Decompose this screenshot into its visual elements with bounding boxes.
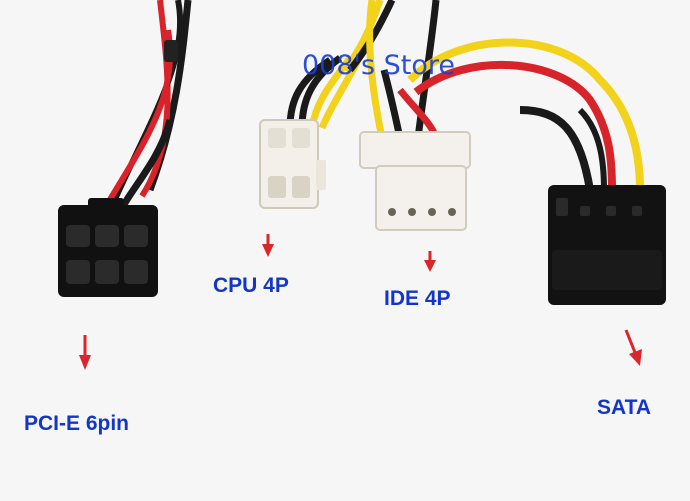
arrow-sata bbox=[624, 329, 642, 366]
arrow-cpu bbox=[262, 234, 274, 257]
label-pcie: PCI-E 6pin bbox=[24, 412, 130, 435]
pcie-cable bbox=[101, 0, 192, 214]
store-watermark: 008's Store bbox=[302, 50, 455, 81]
arrow-ide bbox=[424, 251, 436, 272]
label-ide: IDE 4P bbox=[384, 287, 451, 310]
label-cpu: CPU 4P bbox=[213, 274, 289, 297]
sata-connector bbox=[548, 185, 666, 305]
label-sata: SATA bbox=[597, 396, 652, 419]
ide-4pin-connector bbox=[359, 131, 471, 231]
pcie-6pin-connector bbox=[58, 198, 158, 297]
cpu-4pin-connector bbox=[259, 119, 326, 209]
arrow-pcie bbox=[79, 335, 91, 370]
sata-cable bbox=[407, 38, 644, 191]
